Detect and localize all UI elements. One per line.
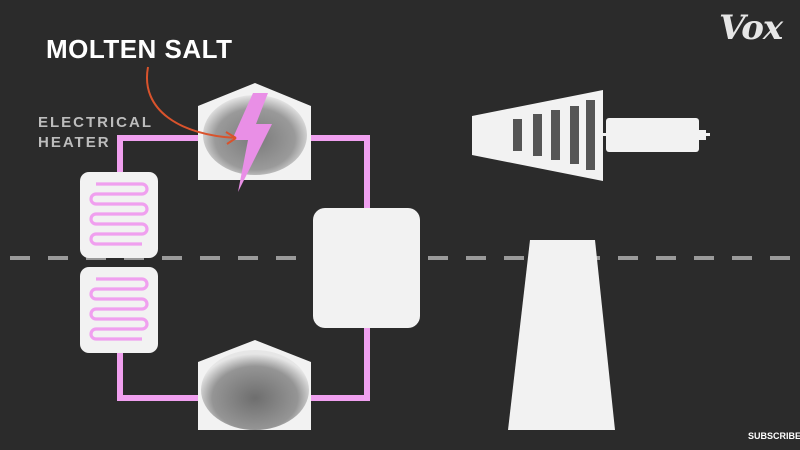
heater-coil-bottom <box>89 277 149 341</box>
subscribe-button[interactable]: SUBSCRIBE <box>748 431 800 441</box>
lightning-bolt-icon <box>232 93 272 192</box>
electrical-heater-label-line1: ELECTRICAL <box>38 114 153 131</box>
pipe-top-right <box>311 135 370 208</box>
electrical-heater-label-line2: HEATER <box>38 134 111 151</box>
electrical-heater-label: ELECTRICAL HEATER <box>38 113 153 153</box>
pipe-bottom-right <box>311 328 370 401</box>
heater-coil-top <box>89 182 149 246</box>
heat-exchanger-box <box>313 208 420 328</box>
pipe-loop <box>117 135 370 401</box>
pipe-bottom-left <box>117 350 198 401</box>
pointer-arrow <box>145 66 237 145</box>
pipe-top-left <box>117 135 198 178</box>
cold-salt-fill <box>201 350 309 430</box>
vox-logo: Vox <box>719 8 783 48</box>
turbine-generator-icon <box>472 90 710 181</box>
electrical-heater-bottom <box>80 267 158 353</box>
molten-salt-label: MOLTEN SALT <box>46 34 233 64</box>
electrical-heater-top <box>80 172 158 258</box>
cold-salt-tank <box>198 340 311 430</box>
cooling-tower-icon <box>508 240 615 430</box>
